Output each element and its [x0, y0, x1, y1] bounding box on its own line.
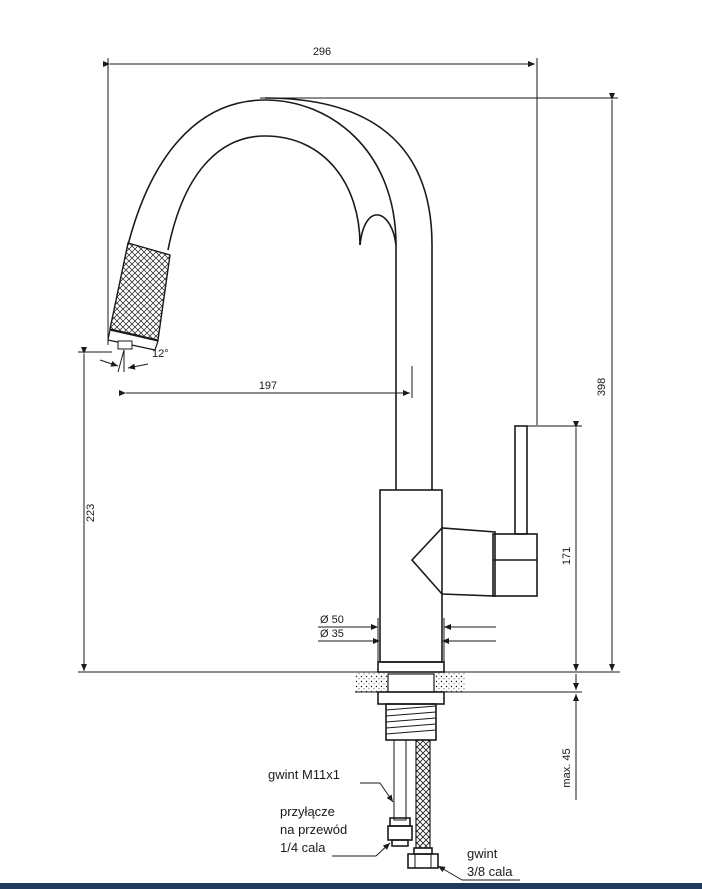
note-connector-line1: przyłącze [280, 804, 335, 819]
footer-bar [0, 883, 702, 889]
dim-spout-reach: 197 [119, 366, 413, 398]
note-thread-38: gwint 3/8 cala [437, 846, 520, 881]
dim-height-total: 398 [260, 93, 618, 671]
dim-diameter-base-label: Ø 50 [320, 614, 344, 626]
mounting-nut [377, 691, 445, 741]
dim-spout-height: 223 [78, 347, 112, 671]
dim-spout-reach-label: 197 [259, 380, 277, 392]
dim-spout-height-label: 223 [85, 504, 97, 522]
countertop-section [355, 673, 582, 693]
supply-hoses [387, 739, 439, 869]
dim-diameter-body-label: Ø 35 [320, 628, 344, 640]
faucet-body [377, 425, 538, 673]
dim-lever-height-label: 171 [561, 547, 573, 565]
note-thread-38-line2: 3/8 cala [467, 864, 513, 879]
spray-head [107, 242, 171, 351]
note-connector-line2: na przewód [280, 822, 347, 837]
dim-angle: 12° [99, 348, 169, 373]
note-thread-m11: gwint M11x1 [268, 767, 394, 803]
dim-width-total-label: 296 [313, 46, 331, 58]
dim-angle-label: 12° [152, 348, 169, 360]
dim-lever-height: 171 [527, 421, 582, 671]
note-thread-38-line1: gwint [467, 846, 498, 861]
spout [127, 97, 433, 490]
dim-max-thickness-label: max. 45 [561, 748, 573, 787]
note-thread-m11-label: gwint M11x1 [268, 767, 340, 782]
dim-height-total-label: 398 [596, 378, 608, 396]
dim-width-total: 296 [103, 46, 538, 425]
dim-max-thickness: max. 45 [561, 674, 579, 800]
dim-diameters: Ø 50 Ø 35 [318, 614, 496, 662]
note-connector-line3: 1/4 cala [280, 840, 326, 855]
note-connector: przyłącze na przewód 1/4 cala [280, 804, 391, 857]
